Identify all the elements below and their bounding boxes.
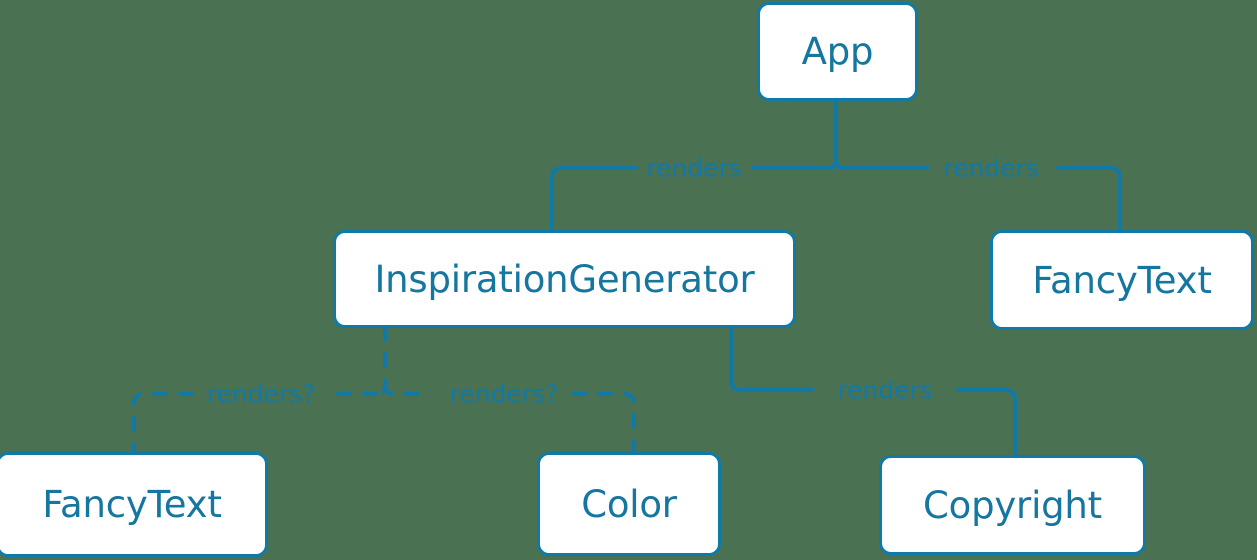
node-copyright[interactable]: Copyright [879,455,1146,555]
edge-inspiration-to-color [571,392,636,454]
node-color[interactable]: Color [537,452,721,556]
node-fancytext-right-label: FancyText [1032,258,1212,302]
node-copyright-label: Copyright [923,483,1102,527]
edge-label-inspiration-generator-to-fancytext: renders? [206,379,316,409]
edge-inspiration-to-copyright-head [729,326,814,392]
edge-inspiration-to-copyright-tail [956,388,1017,457]
edge-label-app-to-inspiration-generator: renders [646,153,742,183]
node-app-label: App [801,30,874,73]
node-color-label: Color [581,482,677,526]
edge-label-inspiration-generator-to-copyright: renders [837,375,933,405]
node-fancytext-bottom-left-label: FancyText [42,483,222,526]
edge-label-app-to-fancytext: renders [943,153,1039,183]
node-fancytext-right[interactable]: FancyText [990,230,1254,330]
edge-app-to-fancytext [1056,166,1122,232]
node-app[interactable]: App [757,2,918,101]
node-inspiration-generator-label: InspirationGenerator [374,257,755,301]
edge-label-inspiration-generator-to-color: renders? [449,379,559,409]
edge-inspiration-to-fancytext-tail [132,392,194,454]
edge-inspiration-dashed-stem-right [383,383,422,396]
edge-app-to-inspiration-generator-right [550,166,638,232]
edge-app-stem [826,99,838,170]
node-fancytext-bottom-left[interactable]: FancyText [0,452,268,557]
node-inspiration-generator[interactable]: InspirationGenerator [333,230,796,328]
edge-app-stem-right [834,158,930,170]
